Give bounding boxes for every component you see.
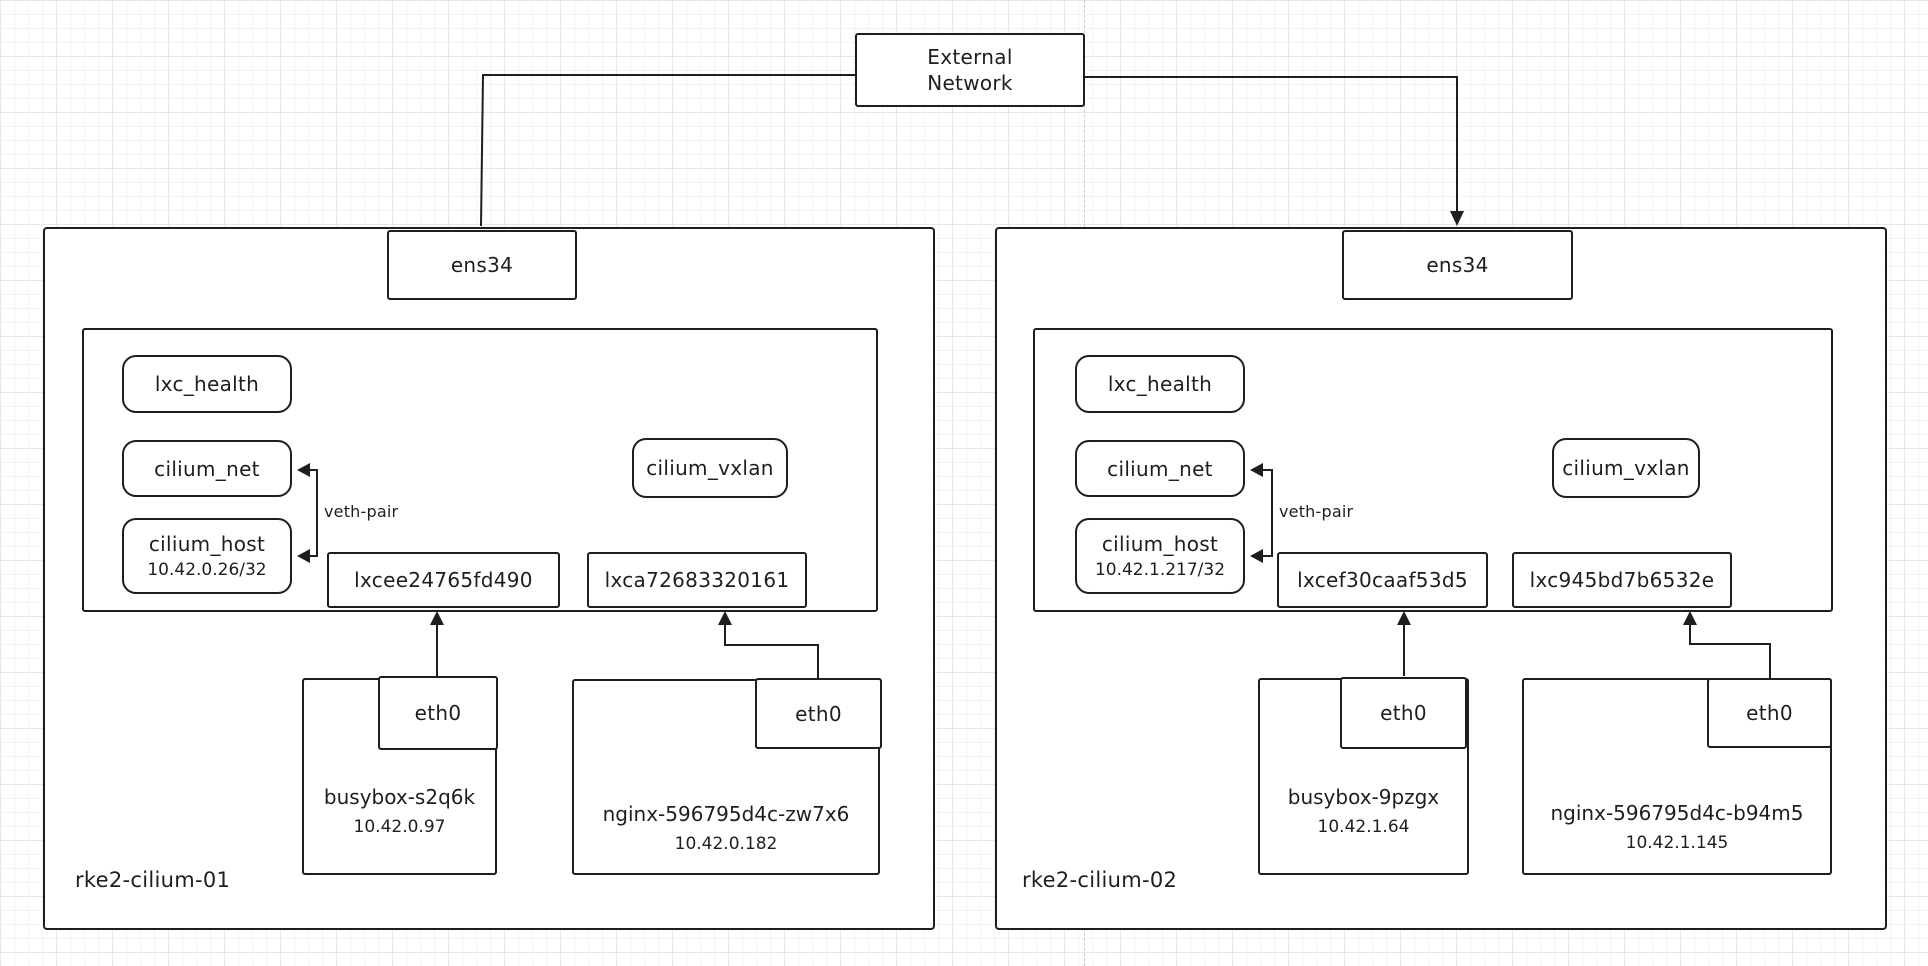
iface-lxc1-label-node2: lxcef30caaf53d5 bbox=[1297, 568, 1468, 592]
iface-lxc2-node2: lxc945bd7b6532e bbox=[1512, 552, 1732, 608]
pod-busybox-eth0-label-node2: eth0 bbox=[1380, 701, 1427, 725]
wire-external-to-ens34-node2 bbox=[1085, 76, 1458, 216]
pod-nginx-eth0-node2: eth0 bbox=[1707, 678, 1832, 748]
pod-busybox-ip-node1: 10.42.0.97 bbox=[353, 817, 446, 837]
pod-nginx-text-node2: nginx-596795d4c-b94m5 10.42.1.145 bbox=[1524, 798, 1830, 858]
iface-lxc2-label-node1: lxca72683320161 bbox=[604, 568, 790, 592]
pod-nginx-name-node2: nginx-596795d4c-b94m5 bbox=[1550, 801, 1804, 825]
pod-nginx-text-node1: nginx-596795d4c-zw7x6 10.42.0.182 bbox=[574, 799, 878, 859]
iface-lxc1-node1: lxcee24765fd490 bbox=[327, 552, 560, 608]
iface-cilium-vxlan-node1: cilium_vxlan bbox=[632, 438, 788, 498]
pod-nginx-ip-node2: 10.42.1.145 bbox=[1625, 833, 1729, 853]
pod-busybox-eth0-node2: eth0 bbox=[1340, 677, 1467, 749]
iface-cilium-net-label-node1: cilium_net bbox=[154, 456, 260, 481]
pod-busybox-name-node1: busybox-s2q6k bbox=[323, 785, 476, 809]
external-network-box: External Network bbox=[855, 33, 1085, 107]
iface-cilium-host-label-node2: cilium_host bbox=[1101, 532, 1219, 556]
wire-external-to-ens34-node1 bbox=[480, 74, 855, 227]
pod-busybox-name-node2: busybox-9pzgx bbox=[1287, 785, 1440, 809]
iface-cilium-host-node2: cilium_host 10.42.1.217/32 bbox=[1075, 518, 1245, 594]
pod-nginx-ip-node1: 10.42.0.182 bbox=[674, 834, 778, 854]
external-network-label-line2: Network bbox=[927, 71, 1013, 95]
iface-cilium-net-label-node2: cilium_net bbox=[1107, 456, 1213, 481]
arrowhead-down-ens34-node2 bbox=[1450, 211, 1464, 226]
veth-pair-label-node2: veth-pair bbox=[1279, 502, 1354, 521]
iface-cilium-host-ip-node2: 10.42.1.217/32 bbox=[1094, 560, 1226, 580]
iface-cilium-host-node1: cilium_host 10.42.0.26/32 bbox=[122, 518, 292, 594]
iface-cilium-vxlan-label-node1: cilium_vxlan bbox=[646, 456, 774, 480]
nic-ens34-label-node1: ens34 bbox=[450, 253, 514, 277]
iface-cilium-vxlan-label-node2: cilium_vxlan bbox=[1562, 456, 1690, 480]
nic-ens34-label-node2: ens34 bbox=[1426, 253, 1489, 277]
node-name-label-node1: rke2-cilium-01 bbox=[75, 868, 231, 892]
pod-busybox-text-node1: busybox-s2q6k 10.42.0.97 bbox=[304, 782, 495, 842]
iface-lxc-health-label-node1: lxc_health bbox=[154, 372, 260, 396]
pod-nginx-eth0-label-node2: eth0 bbox=[1746, 701, 1793, 725]
iface-lxc-health-node1: lxc_health bbox=[122, 355, 292, 413]
pod-busybox-eth0-label-node1: eth0 bbox=[414, 701, 462, 725]
iface-lxc-health-node2: lxc_health bbox=[1075, 355, 1245, 413]
pod-busybox-text-node2: busybox-9pzgx 10.42.1.64 bbox=[1260, 782, 1467, 842]
iface-lxc2-label-node2: lxc945bd7b6532e bbox=[1529, 568, 1715, 592]
external-network-label-line1: External bbox=[927, 45, 1013, 69]
pod-nginx-eth0-node1: eth0 bbox=[755, 678, 882, 749]
pod-busybox-eth0-node1: eth0 bbox=[378, 676, 498, 750]
iface-lxc2-node1: lxca72683320161 bbox=[587, 552, 807, 608]
pod-busybox-ip-node2: 10.42.1.64 bbox=[1317, 817, 1410, 837]
iface-cilium-net-node1: cilium_net bbox=[122, 440, 292, 497]
node-name-label-node2: rke2-cilium-02 bbox=[1022, 868, 1178, 892]
pod-nginx-name-node1: nginx-596795d4c-zw7x6 bbox=[602, 802, 850, 826]
iface-cilium-net-node2: cilium_net bbox=[1075, 440, 1245, 497]
iface-cilium-host-ip-node1: 10.42.0.26/32 bbox=[147, 560, 267, 580]
veth-pair-label-node1: veth-pair bbox=[324, 502, 399, 521]
iface-lxc-health-label-node2: lxc_health bbox=[1107, 372, 1213, 396]
pod-nginx-eth0-label-node1: eth0 bbox=[795, 701, 842, 726]
iface-cilium-vxlan-node2: cilium_vxlan bbox=[1552, 438, 1700, 498]
iface-lxc1-label-node1: lxcee24765fd490 bbox=[354, 568, 533, 592]
nic-ens34-node1: ens34 bbox=[387, 230, 577, 300]
nic-ens34-node2: ens34 bbox=[1342, 230, 1573, 300]
iface-cilium-host-label-node1: cilium_host bbox=[148, 532, 266, 556]
iface-lxc1-node2: lxcef30caaf53d5 bbox=[1277, 552, 1488, 608]
